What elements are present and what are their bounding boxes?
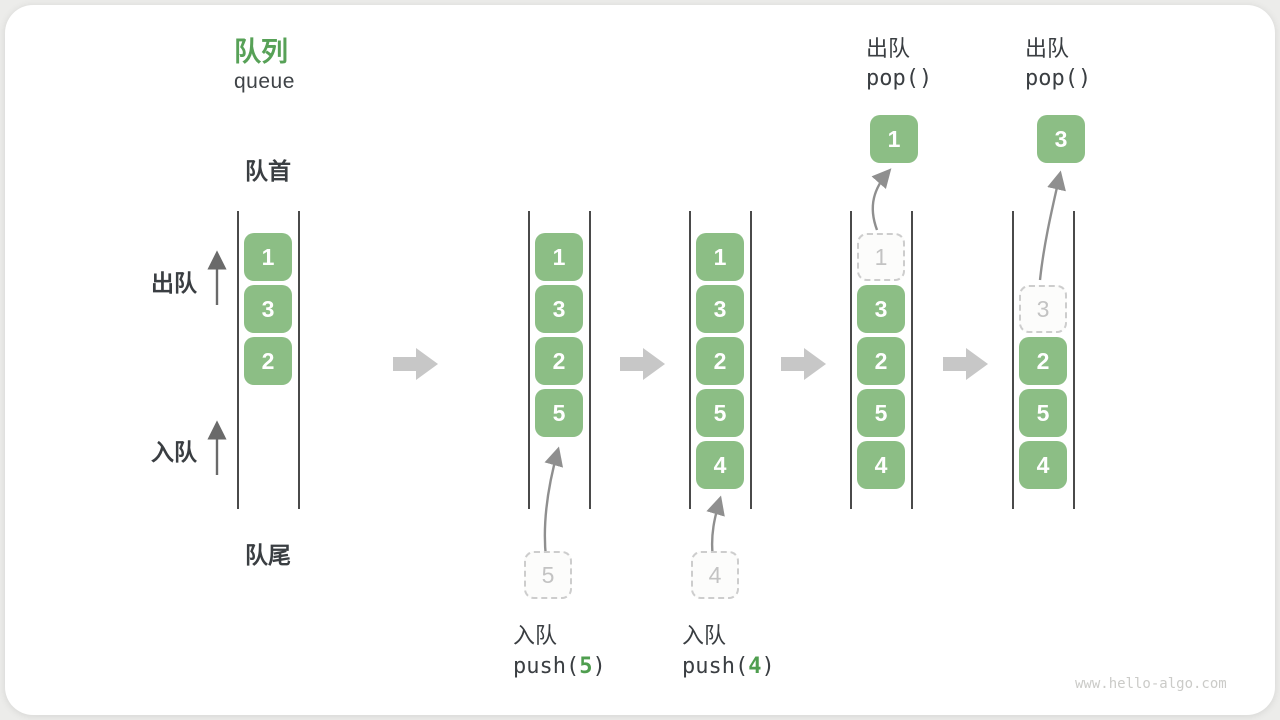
- popped-item: 3: [1037, 115, 1085, 163]
- dequeue-op-code: pop(): [1025, 66, 1092, 91]
- queue-rear-label: 队尾: [245, 542, 291, 568]
- queue-item: 2: [535, 337, 583, 385]
- enqueue-side-label: 入队: [151, 439, 197, 465]
- removed-item-slot: 3: [1019, 285, 1067, 333]
- diagram-title: 队列: [234, 37, 288, 67]
- incoming-item-slot: 5: [524, 551, 572, 599]
- queue-wall: [850, 211, 852, 509]
- enqueue-arrow-push4: [706, 495, 725, 559]
- queue-item: 1: [244, 233, 292, 281]
- transition-arrow-1: [393, 348, 438, 380]
- dequeue-arrow-pop1: [871, 168, 892, 231]
- queue-item: 3: [244, 285, 292, 333]
- diagram-subtitle: queue: [234, 70, 295, 93]
- queue-item: 4: [1019, 441, 1067, 489]
- transition-arrow-3: [781, 348, 826, 380]
- transition-arrow-2: [620, 348, 665, 380]
- code-arg: 4: [748, 654, 762, 679]
- queue-item: 3: [857, 285, 905, 333]
- queue-item: 1: [535, 233, 583, 281]
- queue-wall: [1073, 211, 1075, 509]
- queue-wall: [1012, 211, 1014, 509]
- watermark: www.hello-algo.com: [1075, 676, 1227, 692]
- queue-item: 2: [857, 337, 905, 385]
- queue-item: 2: [244, 337, 292, 385]
- dequeue-op-label: 出队: [1025, 36, 1070, 61]
- code-fn: push(: [682, 654, 749, 679]
- queue-wall: [237, 211, 239, 509]
- queue-item: 5: [1019, 389, 1067, 437]
- queue-front-label: 队首: [245, 158, 291, 184]
- queue-item: 2: [696, 337, 744, 385]
- queue-wall: [689, 211, 691, 509]
- incoming-item-slot: 4: [691, 551, 739, 599]
- queue-wall: [589, 211, 591, 509]
- dequeue-side-label: 出队: [151, 270, 197, 296]
- queue-wall: [298, 211, 300, 509]
- queue-item: 5: [535, 389, 583, 437]
- code-arg: 5: [579, 654, 593, 679]
- queue-item: 4: [857, 441, 905, 489]
- dequeue-arrow-pop2: [1038, 170, 1066, 281]
- queue-item: 2: [1019, 337, 1067, 385]
- enqueue-arrow-push5: [543, 446, 564, 559]
- code-close: ): [592, 654, 606, 679]
- queue-item: 3: [696, 285, 744, 333]
- enqueue-op-code: push(5): [513, 654, 606, 679]
- dequeue-op-code: pop(): [866, 66, 933, 91]
- transition-arrow-4: [943, 348, 988, 380]
- enqueue-op-code: push(4): [682, 654, 775, 679]
- queue-wall: [750, 211, 752, 509]
- queue-wall: [528, 211, 530, 509]
- code-fn: push(: [513, 654, 580, 679]
- queue-item: 3: [535, 285, 583, 333]
- queue-item: 4: [696, 441, 744, 489]
- code-close: ): [761, 654, 775, 679]
- queue-item: 1: [696, 233, 744, 281]
- queue-item: 5: [857, 389, 905, 437]
- enqueue-op-label: 入队: [513, 623, 558, 648]
- dequeue-op-label: 出队: [866, 36, 911, 61]
- removed-item-slot: 1: [857, 233, 905, 281]
- queue-item: 5: [696, 389, 744, 437]
- popped-item: 1: [870, 115, 918, 163]
- queue-wall: [911, 211, 913, 509]
- enqueue-op-label: 入队: [682, 623, 727, 648]
